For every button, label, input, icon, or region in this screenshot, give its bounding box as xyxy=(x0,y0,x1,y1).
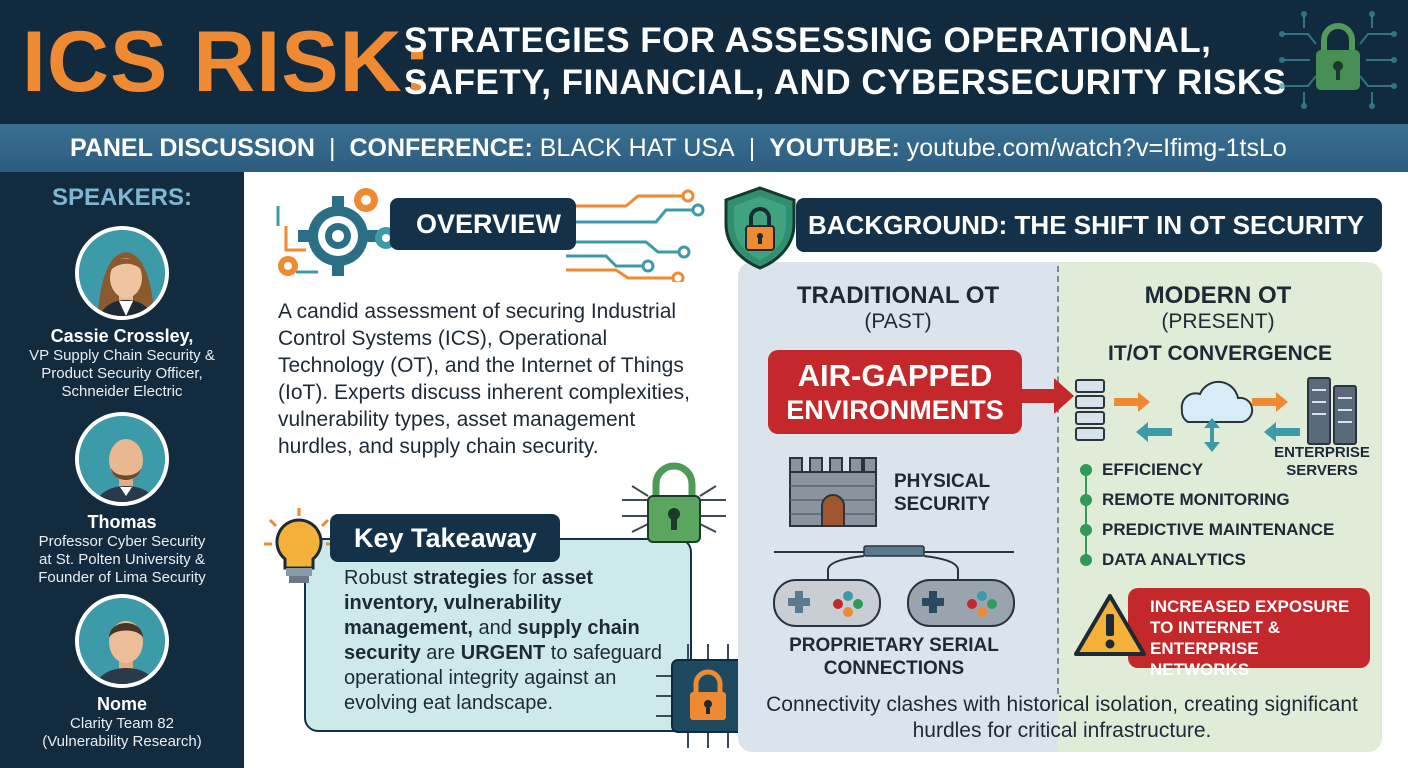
enterprise-servers-label: ENTERPRISE SERVERS xyxy=(1274,444,1370,479)
overview-heading: OVERVIEW xyxy=(390,198,576,250)
traditional-ot-subtitle: (PAST) xyxy=(864,310,932,333)
key-takeaway-heading: Key Takeaway xyxy=(330,514,560,562)
speaker-role: at St. Polten University & xyxy=(39,551,205,568)
speaker-role: Product Security Officer, xyxy=(41,365,203,382)
key-takeaway-box xyxy=(304,538,692,732)
list-item: REMOTE MONITORING xyxy=(1080,488,1340,518)
speaker-card: Cassie Crossley, VP Supply Chain Securit… xyxy=(0,226,244,401)
conference-value: BLACK HAT USA xyxy=(539,134,735,162)
info-bar: PANEL DISCUSSION|CONFERENCE: BLACK HAT U… xyxy=(0,124,1408,172)
bullet-icon xyxy=(1080,524,1092,536)
speaker-role: Professor Cyber Security xyxy=(38,533,206,550)
modern-ot-subtitle: (PRESENT) xyxy=(1161,310,1275,333)
man-bald-avatar-icon xyxy=(79,416,165,502)
lightbulb-icon xyxy=(264,508,334,583)
title-subtitle: STRATEGIES FOR ASSESSING OPERATIONAL, SA… xyxy=(404,21,1287,102)
woman-avatar-icon xyxy=(79,230,165,316)
title-main: ICS RISK: xyxy=(22,14,433,110)
warning-icon xyxy=(1074,594,1146,656)
modern-ot-panel xyxy=(1058,262,1382,752)
speaker-name: Cassie Crossley xyxy=(50,326,189,346)
speaker-role: Founder of Lima Security xyxy=(38,569,206,586)
avatar xyxy=(75,594,169,688)
castle-icon xyxy=(789,457,877,527)
circuit-lock-icon xyxy=(1279,11,1397,109)
bullet-icon xyxy=(1080,464,1092,476)
speaker-role: (Vulnerability Research) xyxy=(42,733,202,750)
shield-lock-icon xyxy=(724,186,796,270)
key-takeaway-text: Robust strategies for asset inventory, v… xyxy=(344,567,662,714)
bullet-icon xyxy=(1080,554,1092,566)
conference-label: CONFERENCE: xyxy=(349,134,533,162)
proprietary-serial-label: PROPRIETARY SERIAL CONNECTIONS xyxy=(789,635,999,679)
youtube-link[interactable]: youtube.com/watch?v=Ifimg-1tsLo xyxy=(906,134,1287,162)
speaker-role: Schneider Electric xyxy=(61,383,183,400)
list-item: EFFICIENCY xyxy=(1080,458,1340,488)
gears-circuit-icon xyxy=(276,188,705,282)
panel-divider xyxy=(1057,266,1059,694)
youtube-label: YOUTUBE: xyxy=(769,134,900,162)
arrow-right-icon xyxy=(1020,378,1074,414)
background-heading: BACKGROUND: THE SHIFT IN OT SECURITY xyxy=(796,198,1382,252)
avatar xyxy=(75,226,169,320)
air-gapped-badge: AIR-GAPPED ENVIRONMENTS xyxy=(768,350,1022,434)
speaker-card: Nome Clarity Team 82 (Vulnerability Rese… xyxy=(0,594,244,751)
cloud-network-icon xyxy=(1075,377,1357,452)
speakers-sidebar: SPEAKERS: Cassie Crossley, VP Supply Cha… xyxy=(0,172,244,768)
speaker-role: VP Supply Chain Security & xyxy=(29,347,215,364)
conclusion-text: Connectivity clashes with historical iso… xyxy=(766,693,1358,742)
speaker-card: Thomas Professor Cyber Security at St. P… xyxy=(0,412,244,587)
speaker-role: Clarity Team 82 xyxy=(70,715,174,732)
benefits-list: EFFICIENCY REMOTE MONITORING PREDICTIVE … xyxy=(1080,458,1340,578)
overview-text: A candid assessment of securing Industri… xyxy=(278,300,690,458)
speaker-name: Nome xyxy=(96,694,147,714)
man-avatar-icon xyxy=(79,598,165,684)
increased-exposure-badge: INCREASED EXPOSURE TO INTERNET & ENTERPR… xyxy=(1128,588,1370,679)
speaker-name: Thomas xyxy=(87,512,157,532)
green-padlock-icon xyxy=(622,462,726,543)
bullet-icon xyxy=(1080,494,1092,506)
panel-discussion-label: PANEL DISCUSSION xyxy=(70,134,315,162)
list-item: DATA ANALYTICS xyxy=(1080,548,1340,578)
serial-controllers-icon xyxy=(773,545,1015,627)
header-banner: ICS RISK: STRATEGIES FOR ASSESSING OPERA… xyxy=(0,0,1408,124)
traditional-ot-title: TRADITIONAL OT xyxy=(796,282,1000,309)
modern-ot-title: MODERN OT xyxy=(1144,282,1292,309)
speakers-title: SPEAKERS: xyxy=(51,184,193,211)
avatar xyxy=(75,412,169,506)
list-item: PREDICTIVE MAINTENANCE xyxy=(1080,518,1340,548)
physical-security-label: PHYSICAL SECURITY xyxy=(894,471,991,515)
it-ot-convergence-label: IT/OT CONVERGENCE xyxy=(1107,342,1333,365)
